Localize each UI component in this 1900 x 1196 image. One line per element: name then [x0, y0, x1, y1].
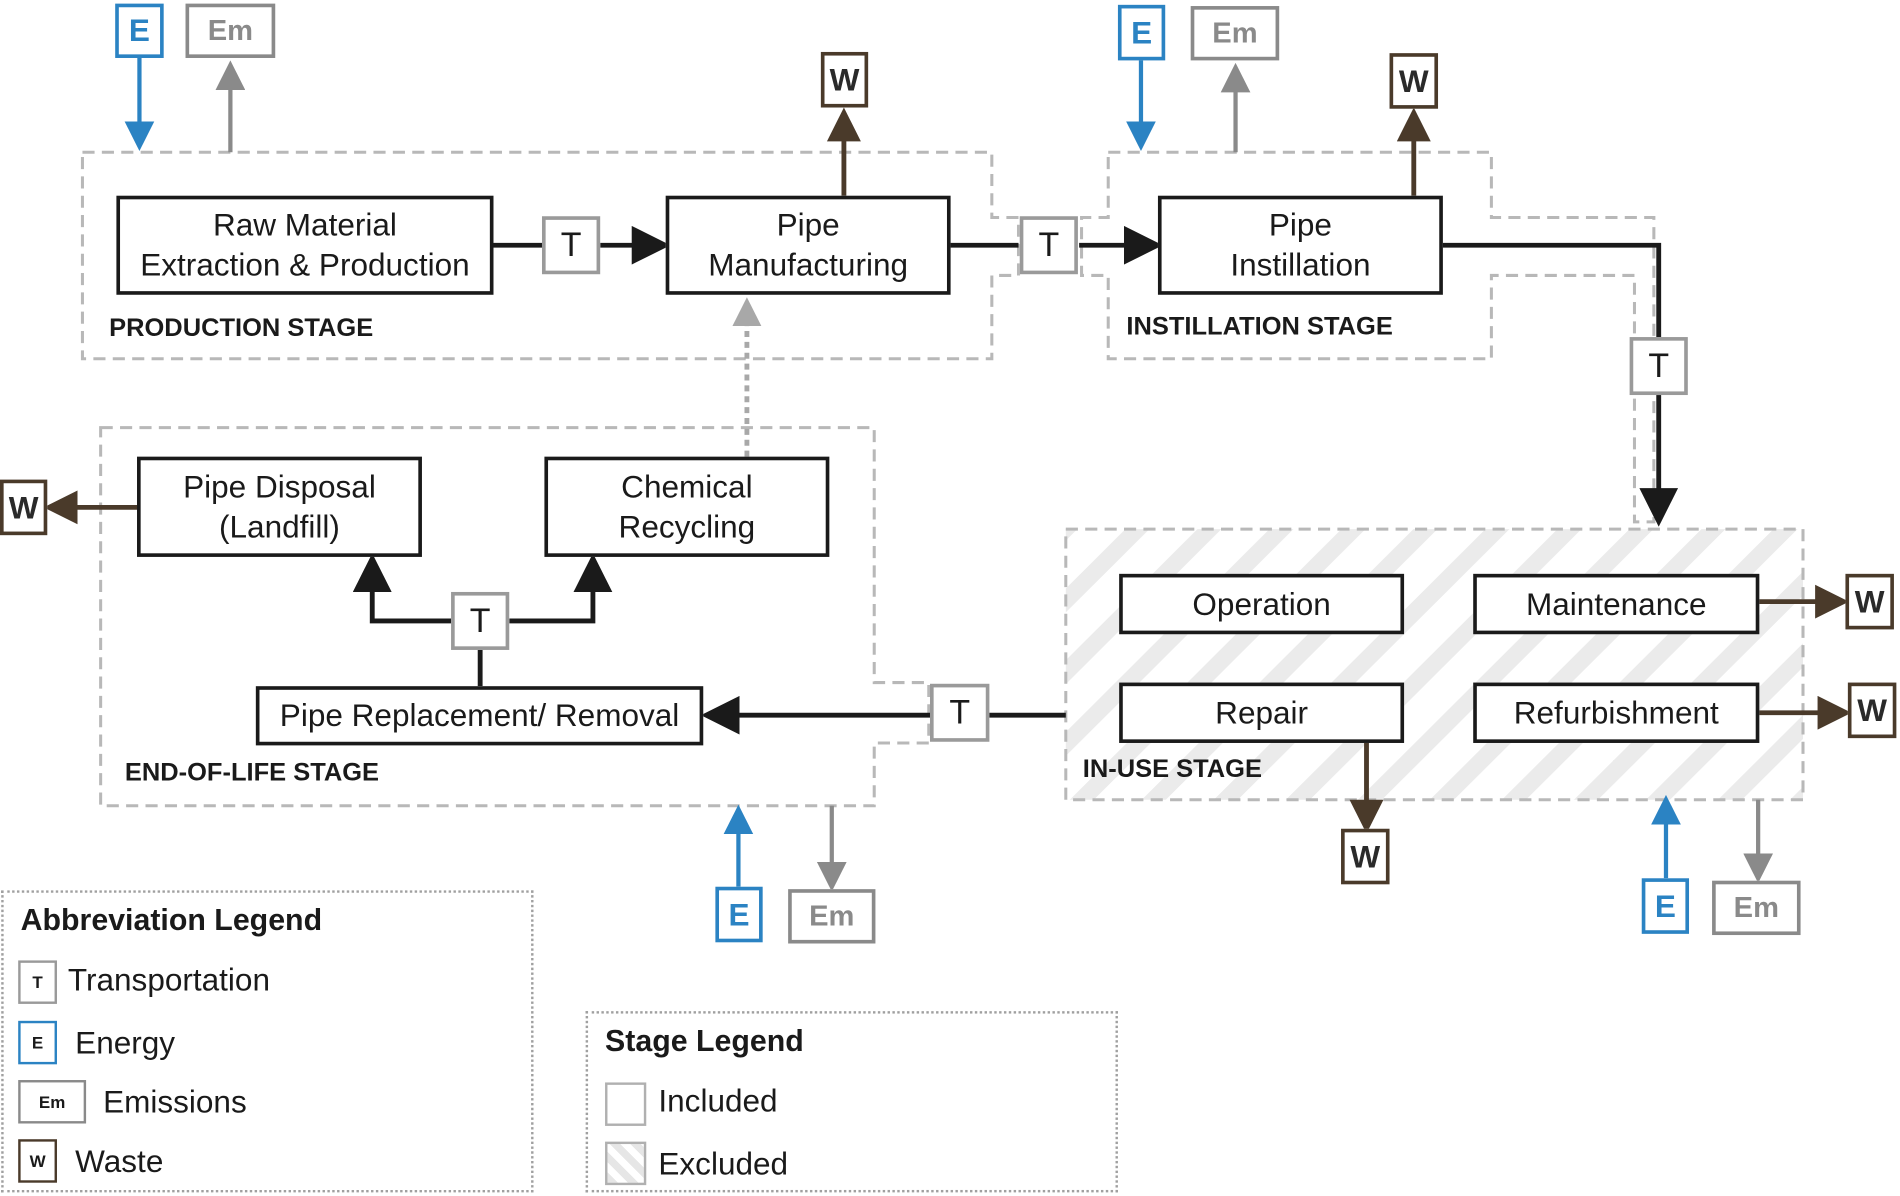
waste-marker: W — [1341, 828, 1390, 885]
transport-legend-icon: T — [18, 960, 57, 1004]
refurbishment-label: Refurbishment — [1513, 694, 1719, 731]
repair-label: Repair — [1215, 694, 1309, 731]
repair-box: Repair — [1119, 682, 1405, 743]
transport-marker: T — [451, 591, 510, 650]
raw-material-label: Raw Material Extraction & Production — [140, 206, 470, 283]
transport-marker: T — [1019, 216, 1078, 275]
pipe-installation-label: Pipe Instillation — [1230, 206, 1371, 283]
stage-legend: Stage Legend Included Excluded — [585, 1011, 1118, 1193]
end-of-life-stage-boundary — [99, 426, 931, 808]
transport-legend-label: Transportation — [67, 961, 271, 998]
emissions-marker: Em — [788, 889, 876, 944]
pipe-manufacturing-box: Pipe Manufacturing — [665, 195, 951, 295]
emissions-legend-label: Emissions — [103, 1083, 247, 1120]
waste-marker: W — [820, 51, 869, 108]
operation-box: Operation — [1119, 573, 1405, 635]
raw-material-box: Raw Material Extraction & Production — [116, 195, 494, 295]
transport-marker: T — [1629, 337, 1688, 396]
operation-label: Operation — [1192, 585, 1331, 622]
waste-marker: W — [0, 479, 48, 536]
energy-marker: E — [715, 886, 763, 943]
maintenance-label: Maintenance — [1526, 585, 1707, 622]
maintenance-box: Maintenance — [1473, 573, 1760, 635]
energy-marker: E — [1117, 4, 1166, 61]
emissions-marker: Em — [1712, 880, 1801, 936]
emissions-marker: Em — [1190, 6, 1280, 61]
energy-marker: E — [115, 3, 164, 58]
waste-marker: W — [1845, 573, 1894, 630]
pipe-manufacturing-label: Pipe Manufacturing — [708, 206, 909, 283]
abbreviation-legend: Abbreviation Legend T Transportation E E… — [1, 890, 534, 1193]
abbreviation-legend-title: Abbreviation Legend — [20, 903, 323, 938]
transport-marker: T — [929, 683, 990, 742]
excluded-legend-swatch — [605, 1141, 647, 1186]
energy-legend-icon: E — [18, 1020, 57, 1065]
excluded-legend-label: Excluded — [658, 1145, 789, 1182]
pipe-disposal-label: Pipe Disposal (Landfill) — [183, 468, 376, 545]
chemical-recycling-label: Chemical Recycling — [618, 468, 756, 545]
included-legend-swatch — [605, 1082, 647, 1126]
transport-marker: T — [541, 216, 601, 275]
waste-legend-label: Waste — [75, 1142, 164, 1180]
stage-legend-title: Stage Legend — [605, 1024, 804, 1059]
included-legend-label: Included — [658, 1082, 778, 1119]
waste-marker: W — [1389, 53, 1439, 109]
waste-marker: W — [1847, 682, 1897, 739]
waste-legend-icon: W — [18, 1139, 57, 1183]
energy-marker: E — [1641, 878, 1690, 934]
emissions-legend-icon: Em — [18, 1080, 87, 1124]
production-stage-label: PRODUCTION STAGE — [109, 314, 374, 342]
energy-legend-label: Energy — [75, 1024, 176, 1061]
in-use-stage-label: IN-USE STAGE — [1082, 755, 1262, 783]
installation-stage-label: INSTILLATION STAGE — [1126, 312, 1393, 341]
chemical-recycling-box: Chemical Recycling — [544, 456, 830, 557]
installation-stage-boundary — [1080, 150, 1656, 524]
pipe-replacement-label: Pipe Replacement/ Removal — [279, 697, 680, 734]
pipe-installation-box: Pipe Instillation — [1157, 195, 1443, 295]
pipe-disposal-box: Pipe Disposal (Landfill) — [137, 456, 422, 557]
pipe-replacement-box: Pipe Replacement/ Removal — [255, 686, 704, 746]
refurbishment-box: Refurbishment — [1473, 682, 1760, 743]
end-of-life-stage-label: END-OF-LIFE STAGE — [124, 758, 380, 787]
emissions-marker: Em — [185, 3, 276, 58]
